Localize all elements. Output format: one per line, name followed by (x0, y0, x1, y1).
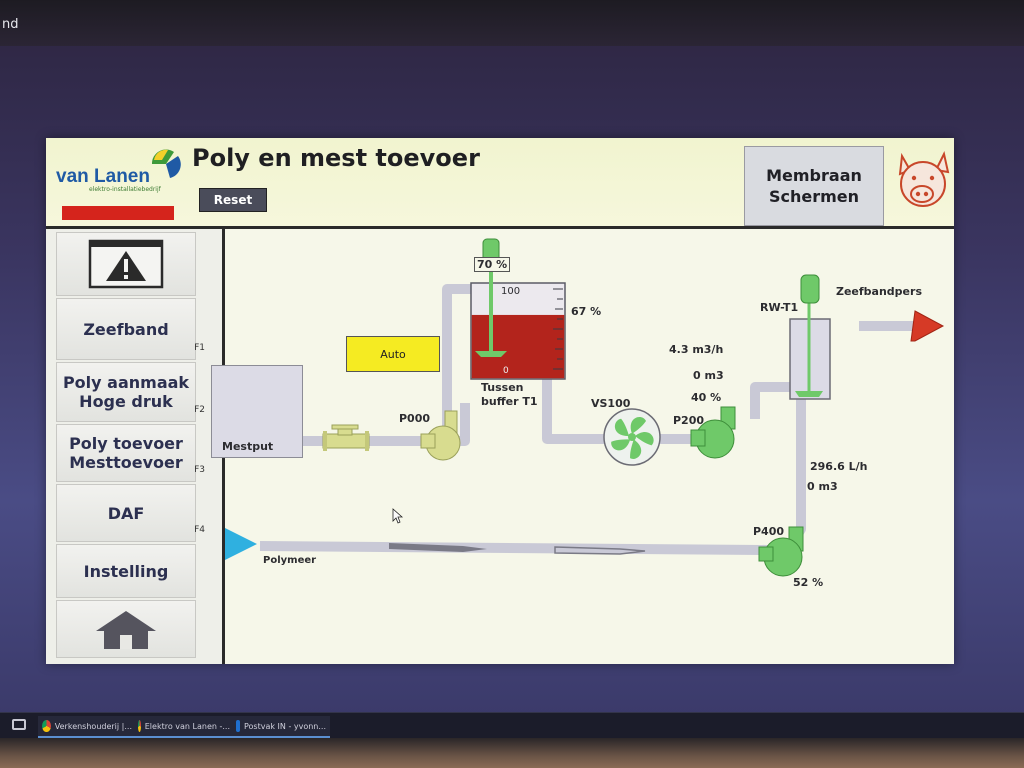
process-area: Mestput Auto P000 70 % 100 0 67 % Tussen… (211, 229, 954, 664)
pipe-tank-vs100 (542, 369, 625, 444)
zeefbandpers-label: Zeefbandpers (836, 285, 922, 298)
p200-label: P200 (673, 414, 705, 427)
monitor-bezel (0, 738, 1024, 768)
p200-total: 0 m3 (693, 369, 724, 382)
reset-button[interactable]: Reset (199, 188, 267, 212)
fkey-label: F2 (194, 405, 205, 415)
p400-flow: 296.6 L/h (810, 460, 868, 473)
outlook-icon (236, 720, 240, 732)
sidebar-item-instelling[interactable]: Instelling (56, 544, 196, 598)
p200-flow: 4.3 m3/h (669, 343, 724, 356)
tank-scale-top: 100 (501, 286, 521, 297)
tank-scale-bottom: 0 (503, 366, 509, 376)
sidebar-item-label: Poly toevoer Mesttoevoer (69, 434, 183, 472)
mouse-cursor-icon (392, 508, 404, 524)
sidebar-item-daf[interactable]: DAF F4 (56, 484, 205, 542)
taskbar-item-label: Elektro van Lanen -... (144, 721, 230, 731)
pump-p200-icon (690, 406, 736, 459)
sidebar-item-poly-aanmaak[interactable]: Poly aanmaak Hoge druk F2 (56, 362, 205, 422)
sidebar-item-label: DAF (107, 503, 145, 523)
taskbar-item-2[interactable]: Elektro van Lanen -... (134, 716, 234, 738)
pipe-rwt1-p400 (790, 389, 806, 542)
tank-level-value: 67 % (571, 305, 602, 318)
sidebar: Zeefband F1 Poly aanmaak Hoge druk F2 Po… (46, 229, 225, 664)
tank-label-line2: buffer T1 (481, 395, 538, 408)
header: van Lanen elektro-installatiebedrijf Pol… (46, 138, 954, 229)
title-fragment: nd (2, 17, 19, 32)
home-icon (96, 611, 156, 649)
mestput-label: Mestput (222, 440, 274, 453)
pump-p400-icon (758, 526, 804, 577)
taskbar: Verkenshouderij |... Elektro van Lanen -… (0, 712, 1024, 739)
page-title: Poly en mest toevoer (192, 144, 480, 172)
tank-rwt1 (789, 274, 831, 400)
pig-icon (898, 151, 950, 207)
flow-arrow-outline-icon (554, 546, 646, 555)
p400-label: P400 (753, 525, 785, 538)
sidebar-item-label: Poly aanmaak Hoge druk (62, 373, 190, 411)
company-logo: van Lanen elektro-installatiebedrijf (56, 144, 186, 200)
taskbar-item-label: Verkenshouderij |... (54, 721, 132, 731)
taskbar-item-label: Postvak IN - yvonn... (244, 721, 326, 731)
logo-subtitle: elektro-installatiebedrijf (89, 186, 161, 193)
mestput-tank: Mestput (211, 365, 303, 458)
outlet-arrow-icon (910, 310, 945, 342)
hmi-panel: van Lanen elektro-installatiebedrijf Pol… (46, 138, 954, 664)
window-top-strip: nd (0, 0, 1024, 46)
window-switcher-icon[interactable] (12, 719, 26, 730)
membraan-schermen-button[interactable]: Membraan Schermen (744, 146, 884, 226)
taskbar-item-3[interactable]: Postvak IN - yvonn... (232, 716, 330, 738)
p400-total: 0 m3 (807, 480, 838, 493)
sidebar-item-label: Zeefband (83, 319, 169, 339)
polymeer-label: Polymeer (263, 555, 317, 566)
auto-button[interactable]: Auto (346, 336, 440, 372)
fkey-label: F1 (194, 343, 205, 353)
chrome-icon (138, 720, 141, 732)
warning-icon (88, 239, 164, 289)
sidebar-item-label: Instelling (83, 561, 169, 581)
p200-speed: 40 % (691, 391, 722, 404)
sidebar-item-alarms[interactable] (56, 232, 196, 296)
logo-emblem-icon (151, 149, 181, 178)
mixer-speed: 70 % (474, 257, 511, 272)
process-diagram (225, 238, 945, 577)
tank-liquid (471, 314, 565, 379)
sidebar-item-zeefband[interactable]: Zeefband F1 (56, 298, 205, 360)
sidebar-item-poly-toevoer[interactable]: Poly toevoer Mesttoevoer F3 (56, 424, 205, 482)
pipe-polymeer (259, 541, 771, 555)
p000-label: P000 (399, 412, 431, 425)
vs100-label: VS100 (591, 397, 631, 410)
logo-red-bar (62, 206, 174, 220)
logo-text: van Lanen (56, 166, 150, 187)
fan-vs100-icon (603, 408, 661, 466)
flow-arrow-icon (389, 543, 487, 552)
pump-p000-icon (420, 410, 461, 461)
rwt1-label: RW-T1 (760, 301, 799, 314)
valve-icon (322, 424, 370, 451)
polymeer-inlet-icon (225, 528, 257, 560)
tank-label-line1: Tussen (481, 381, 524, 394)
p400-speed: 52 % (793, 576, 824, 589)
sidebar-item-home[interactable] (56, 600, 196, 658)
chrome-icon (42, 720, 51, 732)
fkey-label: F3 (194, 465, 205, 475)
tank-t1 (470, 238, 566, 380)
taskbar-item-1[interactable]: Verkenshouderij |... (38, 716, 136, 738)
fkey-label: F4 (194, 525, 205, 535)
